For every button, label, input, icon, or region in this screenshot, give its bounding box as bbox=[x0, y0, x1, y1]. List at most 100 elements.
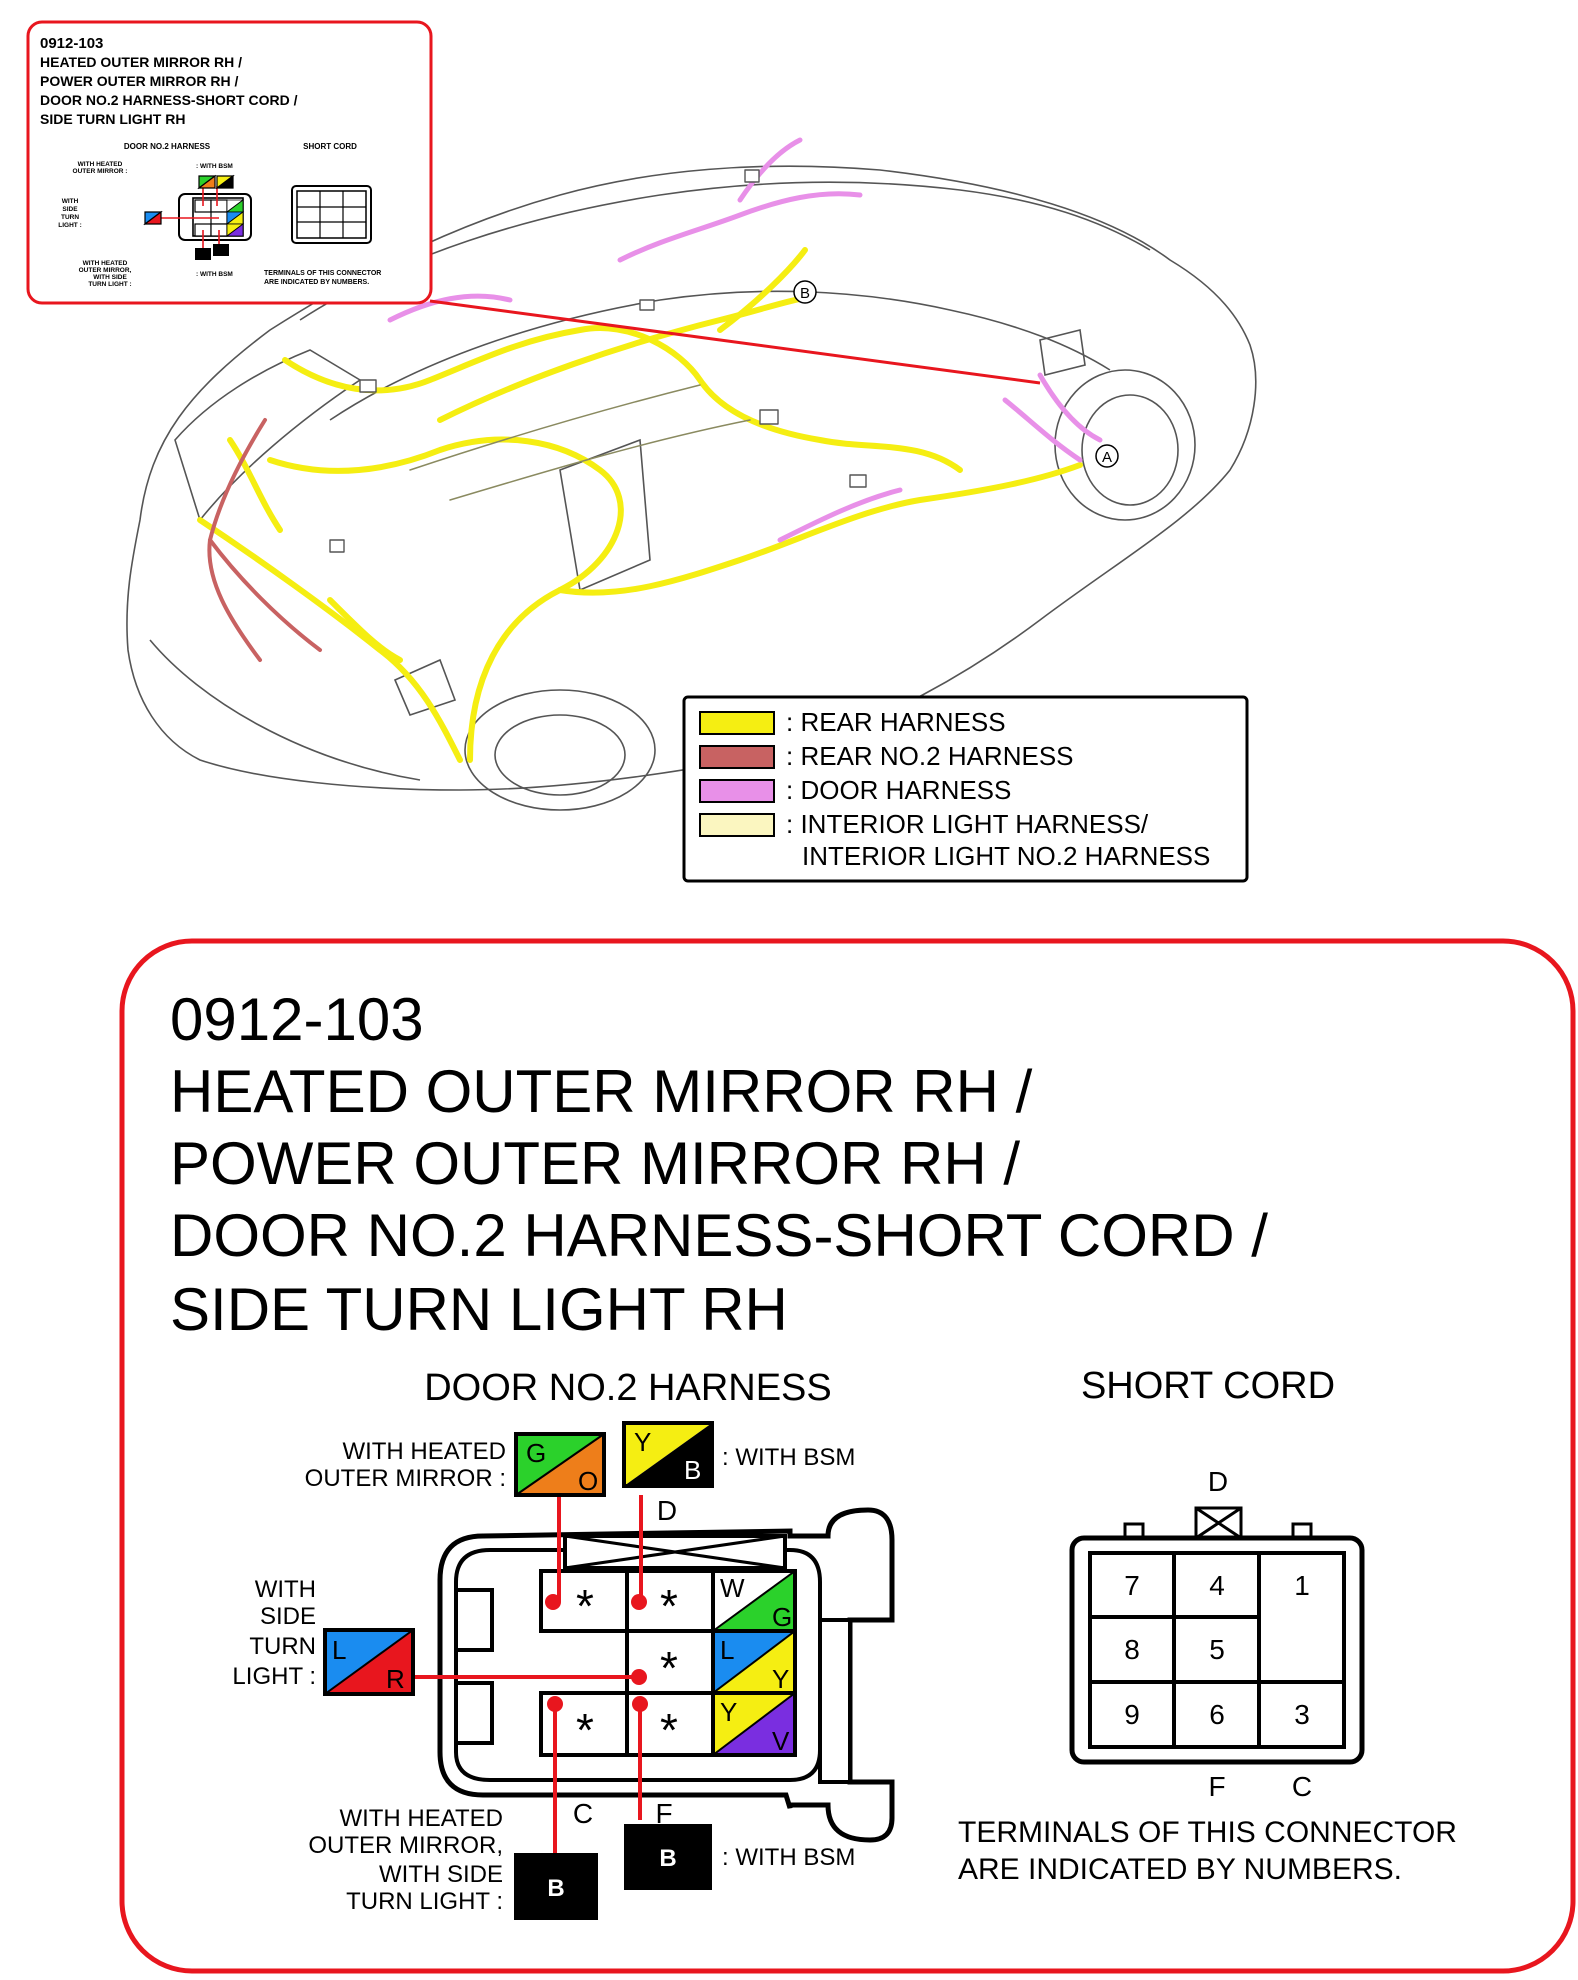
small-short-heading: SHORT CORD bbox=[303, 142, 357, 151]
short-cord-pin-9: 9 bbox=[1124, 1699, 1140, 1730]
wire-code-bsm-bottom: B bbox=[684, 1455, 701, 1485]
short-cord-pin-4: 4 bbox=[1209, 1570, 1225, 1601]
marker-b-label: B bbox=[800, 285, 810, 302]
marker-b: B bbox=[793, 280, 817, 304]
wire-swatch-b-bottom-left: B bbox=[514, 1853, 598, 1920]
small-side-label-4: LIGHT : bbox=[58, 222, 81, 229]
terminal-letter-c: C bbox=[573, 1798, 593, 1829]
bottom-left-label-4: TURN LIGHT : bbox=[346, 1888, 503, 1915]
terminal-letter-d: D bbox=[657, 1495, 677, 1526]
heated-mirror-label-2: OUTER MIRROR : bbox=[305, 1465, 506, 1492]
side-turn-label-4: LIGHT : bbox=[232, 1663, 316, 1690]
wire-swatch-y-b: Y B bbox=[622, 1421, 714, 1488]
side-turn-label-3: TURN bbox=[249, 1633, 316, 1660]
short-cord-note-2: ARE INDICATED BY NUMBERS. bbox=[958, 1853, 1402, 1886]
small-callout-code: 0912-103 bbox=[40, 35, 103, 52]
marker-a: A bbox=[1095, 444, 1119, 468]
bottom-left-label-1: WITH HEATED bbox=[339, 1805, 503, 1832]
small-callout-title-4: SIDE TURN LIGHT RH bbox=[40, 111, 185, 127]
wire-code-side-top: L bbox=[332, 1635, 346, 1665]
short-cord-grid-lines bbox=[1090, 1553, 1344, 1747]
rear-lamp-outline bbox=[393, 658, 457, 716]
legend-label-door-harness: : DOOR HARNESS bbox=[786, 775, 1011, 805]
small-note-2: ARE INDICATED BY NUMBERS. bbox=[264, 279, 369, 286]
bottom-left-label-2: OUTER MIRROR, bbox=[308, 1832, 503, 1859]
car-body-outline bbox=[126, 165, 1257, 791]
wire-code-v: V bbox=[772, 1726, 790, 1756]
small-callout-title-3: DOOR NO.2 HARNESS-SHORT CORD / bbox=[40, 92, 298, 108]
wire-code-heated-bottom: O bbox=[578, 1466, 598, 1496]
small-heated-label-2: OUTER MIRROR : bbox=[73, 168, 128, 175]
short-cord-inner bbox=[1088, 1551, 1346, 1749]
callout-title-3: DOOR NO.2 HARNESS-SHORT CORD / bbox=[170, 1202, 1268, 1269]
small-callout: 0912-103 HEATED OUTER MIRROR RH / POWER … bbox=[26, 20, 433, 305]
short-cord-note-1: TERMINALS OF THIS CONNECTOR bbox=[958, 1816, 1457, 1849]
wire-code-heated-top: G bbox=[526, 1438, 546, 1468]
short-cord-pin-5: 5 bbox=[1209, 1634, 1225, 1665]
small-bsm-label: : WITH BSM bbox=[196, 163, 233, 170]
wire-code-bsm-top: Y bbox=[634, 1427, 651, 1457]
callout-title-2: POWER OUTER MIRROR RH / bbox=[170, 1130, 1020, 1197]
terminal-letter-f: F bbox=[655, 1798, 672, 1829]
interior-light-harness-wires bbox=[409, 384, 751, 501]
wire-cavity-l-y: L Y bbox=[711, 1629, 797, 1695]
small-side-label-3: TURN bbox=[61, 214, 79, 221]
short-cord-pin-6: 6 bbox=[1209, 1699, 1225, 1730]
small-side-label-1: WITH bbox=[62, 198, 79, 205]
harness-legend: : REAR HARNESS : REAR NO.2 HARNESS : DOO… bbox=[682, 695, 1249, 883]
asterisk-r1c2: * bbox=[660, 1580, 678, 1632]
asterisk-r2c2: * bbox=[660, 1642, 678, 1694]
wire-swatch-b-bottom-right: B bbox=[624, 1824, 712, 1890]
marker-a-label: A bbox=[1102, 449, 1112, 466]
legend-item-door-harness: : DOOR HARNESS bbox=[699, 775, 1011, 805]
asterisk-r1c1: * bbox=[576, 1580, 594, 1632]
legend-item-rear-no2-harness: : REAR NO.2 HARNESS bbox=[699, 741, 1074, 771]
short-cord-pin-8: 8 bbox=[1124, 1634, 1140, 1665]
callout-leader-line bbox=[429, 299, 1041, 385]
door-no2-harness-connector: DOOR NO.2 HARNESS bbox=[232, 1367, 895, 1920]
small-short-cord bbox=[291, 185, 372, 244]
small-bottom-label-2: OUTER MIRROR, bbox=[79, 267, 132, 274]
short-cord-heading: SHORT CORD bbox=[1081, 1365, 1335, 1407]
connector-lock-tab bbox=[563, 1534, 787, 1570]
vehicle-illustration bbox=[126, 165, 1257, 811]
side-turn-label-1: WITH bbox=[255, 1576, 316, 1603]
small-door-heading: DOOR NO.2 HARNESS bbox=[124, 142, 211, 151]
wire-code-l: L bbox=[720, 1635, 734, 1665]
wire-code-w: W bbox=[720, 1573, 745, 1603]
small-callout-title-2: POWER OUTER MIRROR RH / bbox=[40, 73, 238, 89]
wire-code-side-bottom: R bbox=[386, 1664, 405, 1694]
rear-window-outline bbox=[174, 349, 362, 522]
door-connector-heading: DOOR NO.2 HARNESS bbox=[424, 1367, 832, 1409]
short-cord-terminal-c: C bbox=[1292, 1771, 1312, 1802]
small-bottom-label-4: TURN LIGHT : bbox=[88, 281, 131, 288]
mirror-outline bbox=[1039, 329, 1086, 376]
rear-wheel-outline bbox=[464, 689, 656, 811]
rear-harness-wires bbox=[197, 247, 1083, 763]
wire-swatch-g-o: G O bbox=[514, 1432, 606, 1497]
asterisk-r3c1: * bbox=[576, 1704, 594, 1756]
wire-swatch-l-r: L R bbox=[323, 1628, 415, 1696]
bsm-top-label: : WITH BSM bbox=[722, 1444, 855, 1471]
callout-title-4: SIDE TURN LIGHT RH bbox=[170, 1276, 788, 1343]
wire-code-y2: Y bbox=[720, 1697, 737, 1727]
small-bottom-label-1: WITH HEATED bbox=[83, 260, 128, 267]
small-heated-label-1: WITH HEATED bbox=[78, 161, 123, 168]
connector-callout: 0912-103 HEATED OUTER MIRROR RH / POWER … bbox=[119, 938, 1576, 1974]
wire-code-y: Y bbox=[772, 1664, 789, 1694]
legend-label-rear-harness: : REAR HARNESS bbox=[786, 707, 1006, 737]
small-door-connector bbox=[143, 174, 253, 260]
rear-no2-harness-wires bbox=[207, 418, 322, 662]
small-bottom-label-3: WITH SIDE bbox=[93, 274, 127, 281]
callout-title-1: HEATED OUTER MIRROR RH / bbox=[170, 1058, 1033, 1125]
small-callout-title-1: HEATED OUTER MIRROR RH / bbox=[40, 54, 242, 70]
side-turn-label-2: SIDE bbox=[260, 1603, 316, 1630]
short-cord-pin-1: 1 bbox=[1294, 1570, 1310, 1601]
bottom-left-label-3: WITH SIDE bbox=[379, 1861, 503, 1888]
wire-code-g: G bbox=[772, 1602, 792, 1632]
callout-code: 0912-103 bbox=[170, 986, 424, 1053]
short-cord-terminal-d: D bbox=[1208, 1466, 1228, 1497]
legend-item-rear-harness: : REAR HARNESS bbox=[699, 707, 1006, 737]
connector-latch-right bbox=[818, 1618, 852, 1784]
connector-latch-left-bottom bbox=[454, 1681, 494, 1745]
